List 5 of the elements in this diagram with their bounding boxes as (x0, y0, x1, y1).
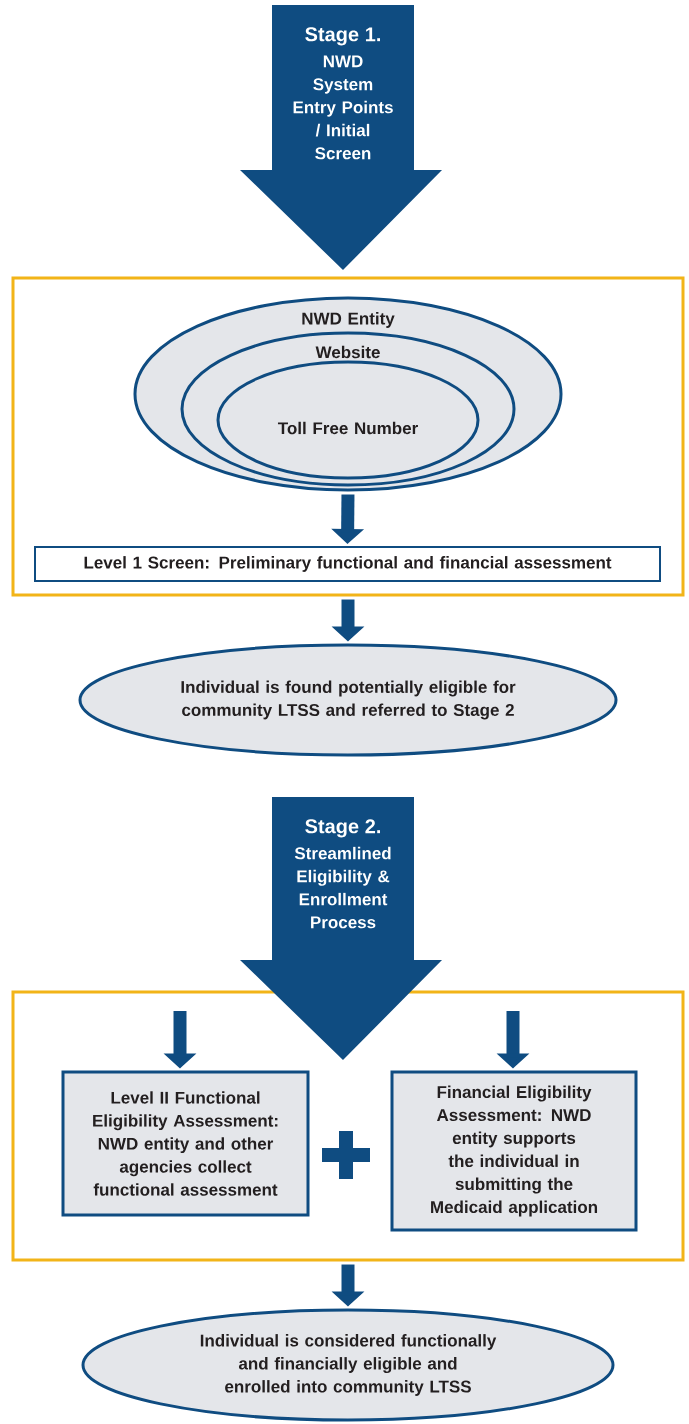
text-box: Financial Eligibility Assessment: NWD entity supports the individual in submitting the Medicaid application (390, 1070, 638, 1232)
frame-box (11, 276, 685, 597)
text-box: Level II Functional Eligibility Assessment: NWD entity and other agencies collect functional assessment (61, 1070, 310, 1217)
frame-box (11, 990, 685, 1262)
text-box: Level 1 Screen: Preliminary functional and financial assessment (34, 546, 661, 582)
